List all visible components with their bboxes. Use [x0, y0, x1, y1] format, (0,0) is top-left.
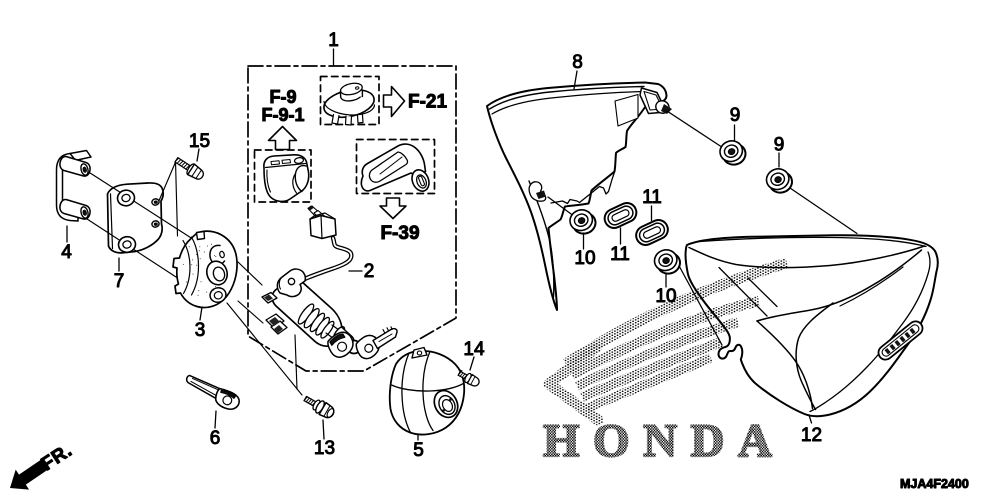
svg-text:3: 3: [195, 320, 206, 341]
svg-text:4: 4: [61, 242, 72, 263]
svg-text:F-39: F-39: [380, 223, 419, 244]
svg-text:F-21: F-21: [408, 92, 448, 113]
svg-text:14: 14: [463, 339, 485, 360]
svg-text:F-9-1: F-9-1: [261, 105, 304, 125]
svg-text:11: 11: [610, 244, 630, 265]
svg-text:15: 15: [189, 131, 210, 152]
svg-text:1: 1: [328, 30, 339, 51]
svg-text:8: 8: [572, 52, 583, 73]
svg-text:10: 10: [574, 248, 595, 269]
svg-text:F-9: F-9: [270, 87, 297, 107]
svg-text:9: 9: [730, 105, 741, 126]
svg-text:MJA4F2400: MJA4F2400: [900, 477, 969, 491]
svg-text:13: 13: [314, 438, 335, 459]
svg-text:7: 7: [114, 271, 125, 292]
svg-text:12: 12: [801, 425, 822, 446]
svg-text:9: 9: [774, 135, 785, 156]
svg-text:2: 2: [364, 261, 375, 282]
svg-text:11: 11: [642, 187, 662, 208]
svg-text:HONDA: HONDA: [543, 415, 785, 467]
svg-text:10: 10: [655, 286, 676, 307]
svg-text:5: 5: [413, 440, 424, 461]
svg-text:6: 6: [210, 428, 221, 449]
